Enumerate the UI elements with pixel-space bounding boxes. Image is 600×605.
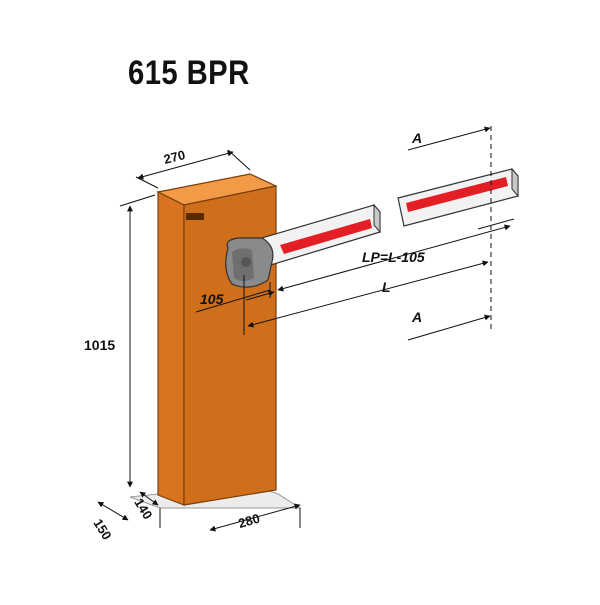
cabinet-logo bbox=[186, 213, 204, 220]
dimension-lines bbox=[97, 126, 515, 532]
section-label-bottom: A bbox=[411, 309, 422, 325]
dim-usable-length: LP=L-105 bbox=[362, 249, 425, 265]
cabinet-front bbox=[157, 191, 185, 506]
dim-length: L bbox=[382, 279, 391, 295]
boom-far bbox=[397, 167, 519, 227]
diagram-title: 615 BPR bbox=[128, 54, 250, 92]
boom-stripe-far bbox=[406, 177, 508, 212]
barrier-cabinet bbox=[156, 173, 278, 506]
dim-pivot-offset: 105 bbox=[200, 291, 224, 307]
cabinet-side bbox=[183, 185, 277, 506]
dim-width-top: 270 bbox=[162, 147, 187, 167]
dim-base-depth: 150 bbox=[90, 516, 114, 542]
pivot-cover bbox=[225, 237, 274, 288]
dim-height: 1015 bbox=[84, 337, 115, 353]
section-label-top: A bbox=[411, 130, 422, 146]
dim-base-width: 280 bbox=[237, 511, 262, 531]
